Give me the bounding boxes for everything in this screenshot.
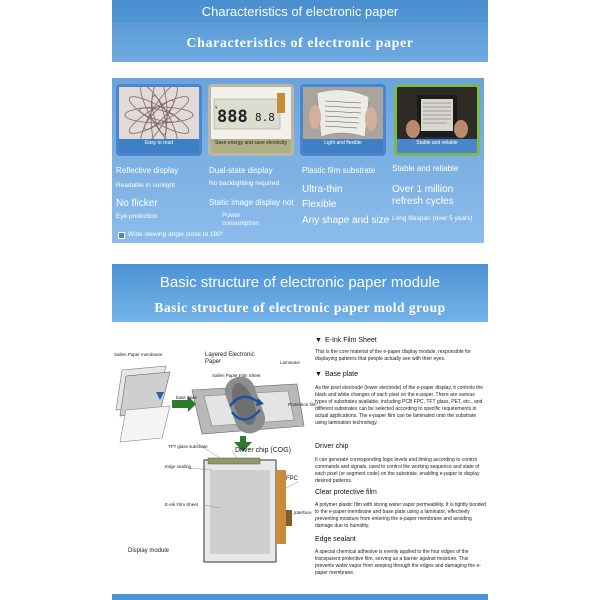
- feature-text: Dual-state display: [209, 166, 273, 175]
- feature-text: refresh cycles: [392, 196, 454, 207]
- feature-text: Power: [222, 212, 241, 219]
- top-subtitle: Characteristics of electronic paper: [186, 36, 414, 51]
- feature-text: Stable and reliable: [392, 164, 459, 173]
- section-heading-eink: ▼E-Ink Film Sheet: [315, 337, 377, 344]
- feature-text: Wide viewing angle close to 180°: [128, 231, 224, 238]
- label-layered-paper: Layered Electronic Paper: [205, 352, 255, 365]
- module-structure-diagram: [115, 365, 305, 563]
- thumbnail-light-flexible: Light and flexible: [300, 84, 386, 156]
- top-title: Characteristics of electronic paper: [201, 4, 399, 19]
- thumbnail-stable-reliable: Stable and reliable: [394, 84, 480, 156]
- svg-text:8.8: 8.8: [255, 111, 275, 124]
- top-subtitle-band: Characteristics of electronic paper: [112, 22, 488, 62]
- label-protection-film: Protection film: [288, 402, 317, 407]
- label-interface: Interface: [294, 510, 312, 515]
- feature-text: No flicker: [116, 198, 158, 209]
- features-panel: Easy to read 888 8.8 ¥ Save energy and s…: [112, 78, 484, 243]
- svg-text:¥: ¥: [215, 105, 218, 110]
- thumbnail-easy-to-read: Easy to read: [116, 84, 202, 156]
- label-eink-film-sheet: E-ink Film Sheet: [165, 502, 199, 507]
- feature-text: Eye protection: [116, 213, 158, 220]
- triangle-marker-icon: ▼: [315, 371, 322, 378]
- feature-text: Plastic film substrate: [302, 166, 376, 175]
- structure-subtitle: Basic structure of electronic paper mold…: [154, 300, 446, 315]
- thumbnail-save-energy: 888 8.8 ¥ Save energy and save electrici…: [208, 84, 294, 156]
- label-tft-glass-substrate: TFT glass substrate: [168, 444, 208, 449]
- feature-text: Readable in sunlight: [116, 182, 175, 189]
- section-text-eink: This is the core material of the e-paper…: [315, 349, 471, 362]
- feature-text: Static image display not: [209, 198, 294, 207]
- feature-text: Reflective display: [116, 166, 179, 175]
- label-sallen-paper-membrane: Sallen Paper membrane: [114, 352, 163, 357]
- section-heading-protective-film: Clear protective film: [315, 489, 377, 496]
- label-driver-chip: Driver chip (COG): [235, 447, 292, 454]
- label-laminator: Laminator: [280, 360, 301, 365]
- label-sallen-paper-film-sheet: Sallen Paper Film Sheet: [212, 373, 261, 378]
- feature-text: Flexible: [302, 199, 337, 210]
- section-heading-edge-sealant: Edge sealant: [315, 536, 356, 543]
- feature-text: Long lifespan (over 5 years): [392, 215, 473, 222]
- label-edge-sealing: Edge sealing: [165, 464, 192, 469]
- section-heading-driver-chip: Driver chip: [315, 443, 349, 450]
- section-text-driver-chip: It can generate corresponding logic leve…: [315, 457, 480, 484]
- feature-text: Ultra-thin: [302, 184, 343, 195]
- feature-text: No backlighting required: [209, 180, 280, 187]
- segment-display-image: 888 8.8 ¥: [211, 87, 291, 143]
- thumbnail-caption: Light and flexible: [303, 139, 383, 153]
- structure-title: Basic structure of electronic paper modu…: [159, 274, 441, 291]
- section-text-base-plate: As the pixel electrode (lower electrode)…: [315, 385, 484, 426]
- bottom-strip: [112, 594, 488, 600]
- thumbnail-caption: Save energy and save electricity: [211, 139, 291, 153]
- section-text-edge-sealant: A special chemical adhesive is evenly ap…: [315, 549, 481, 576]
- feature-text: consumption: [222, 220, 259, 227]
- label-base-plate: base plate: [176, 395, 197, 400]
- section-heading-base-plate: ▼Base plate: [315, 371, 359, 378]
- feature-text: Any shape and size: [302, 215, 390, 226]
- checkbox-icon: [118, 232, 125, 239]
- section-text-protective-film: A polymer plastic film with strong water…: [315, 502, 487, 529]
- label-display-module: Display module: [128, 548, 170, 554]
- thumbnail-caption: Easy to read: [119, 139, 199, 153]
- ereader-image: [397, 87, 477, 143]
- feature-text: Over 1 million: [392, 184, 454, 195]
- flower-pattern-image: [119, 87, 199, 143]
- triangle-marker-icon: ▼: [315, 337, 322, 344]
- structure-header-band: Basic structure of electronic paper modu…: [112, 264, 488, 322]
- thumbnail-caption: Stable and reliable: [397, 139, 477, 153]
- flexible-sheet-image: [303, 87, 383, 143]
- label-fpc: FPC: [286, 476, 298, 482]
- svg-text:888: 888: [217, 107, 248, 127]
